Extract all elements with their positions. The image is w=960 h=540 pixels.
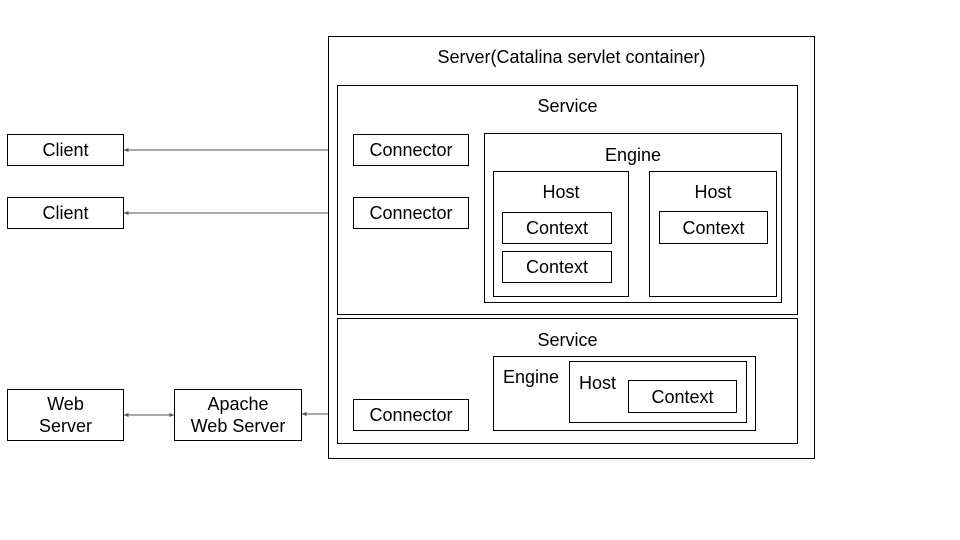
host-label-2: Host [694, 182, 732, 202]
context-box-1: Context [502, 212, 612, 244]
connector-label-1: Connector [369, 140, 453, 160]
engine-label-1: Engine [604, 145, 662, 165]
web-server-box: Web Server [7, 389, 124, 441]
apache-web-server-box: Apache Web Server [174, 389, 302, 441]
connector-box-3: Connector [353, 399, 469, 431]
client-label-1: Client [42, 140, 89, 160]
apache-web-server-label: Apache Web Server [190, 394, 286, 436]
client-box-2: Client [7, 197, 124, 229]
connector-label-2: Connector [369, 203, 453, 223]
context-box-2: Context [502, 251, 612, 283]
context-box-3: Context [659, 211, 768, 244]
context-label-1: Context [525, 218, 589, 238]
host-label-3: Host [579, 373, 617, 393]
connector-box-1: Connector [353, 134, 469, 166]
connector-label-3: Connector [369, 405, 453, 425]
server-title: Server(Catalina servlet container) [437, 47, 706, 67]
client-box-1: Client [7, 134, 124, 166]
context-box-4: Context [628, 380, 737, 413]
connector-box-2: Connector [353, 197, 469, 229]
host-label-1: Host [542, 182, 580, 202]
web-server-label: Web Server [38, 394, 92, 436]
service-label-1: Service [537, 96, 598, 116]
service-label-2: Service [537, 330, 598, 350]
context-label-3: Context [682, 217, 745, 238]
client-label-2: Client [42, 203, 89, 223]
context-label-2: Context [525, 257, 589, 277]
context-label-4: Context [651, 386, 714, 407]
engine-label-2: Engine [503, 367, 560, 387]
